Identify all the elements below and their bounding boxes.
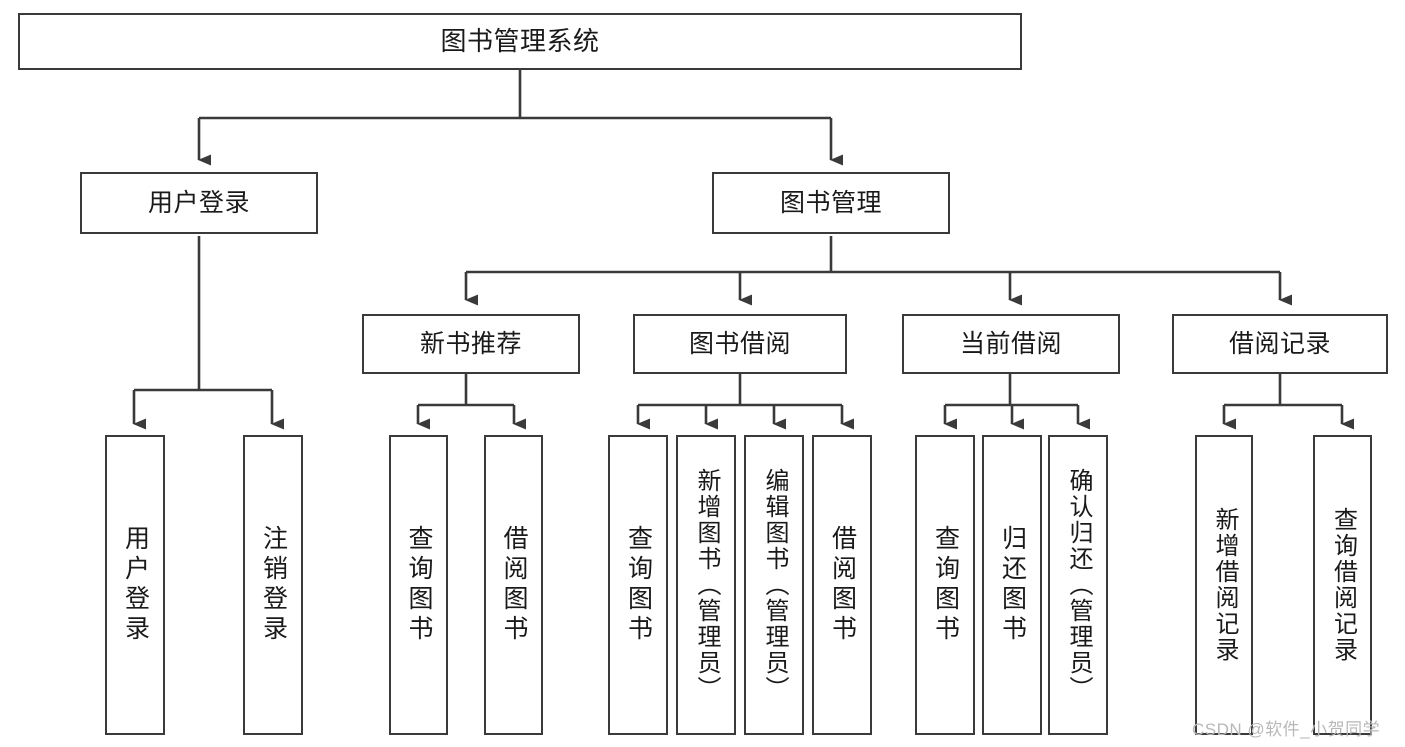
node-book-borrow-label: 图书借阅: [688, 330, 791, 358]
leaf-query-book-2-label: 查询图书: [624, 525, 653, 645]
leaf-query-book-2[interactable]: 查询图书: [608, 435, 668, 735]
leaf-edit-book[interactable]: 编辑图书（管理员）: [744, 435, 804, 735]
node-user-login-label: 用户登录: [147, 189, 250, 217]
leaf-confirm-return-label: 确认归还（管理员）: [1065, 468, 1092, 702]
leaf-borrow-book-1-label: 借阅图书: [500, 525, 528, 645]
node-root-label: 图书管理系统: [440, 25, 600, 56]
node-book-borrow[interactable]: 图书借阅: [633, 314, 847, 374]
node-book-manage[interactable]: 图书管理: [712, 172, 950, 234]
leaf-add-record[interactable]: 新增借阅记录: [1195, 435, 1253, 735]
leaf-query-book-3[interactable]: 查询图书: [915, 435, 975, 735]
leaf-user-logout-label: 注销登录: [259, 525, 288, 645]
leaf-add-book-label: 新增图书（管理员）: [693, 468, 720, 702]
leaf-user-login-label: 用户登录: [121, 525, 150, 645]
leaf-return-book[interactable]: 归还图书: [982, 435, 1042, 735]
leaf-borrow-book-2[interactable]: 借阅图书: [812, 435, 872, 735]
leaf-query-book-3-label: 查询图书: [931, 525, 960, 645]
leaf-user-login[interactable]: 用户登录: [105, 435, 165, 735]
csdn-watermark: CSDN @软件_小贺同学: [1192, 720, 1381, 739]
node-borrow-record-label: 借阅记录: [1228, 330, 1331, 358]
leaf-borrow-book-1[interactable]: 借阅图书: [484, 435, 543, 735]
node-current-borrow-label: 当前借阅: [959, 330, 1062, 358]
leaf-user-logout[interactable]: 注销登录: [243, 435, 303, 735]
node-current-borrow[interactable]: 当前借阅: [902, 314, 1120, 374]
node-new-book-rec-label: 新书推荐: [419, 330, 522, 358]
leaf-add-book[interactable]: 新增图书（管理员）: [676, 435, 736, 735]
node-borrow-record[interactable]: 借阅记录: [1172, 314, 1388, 374]
leaf-borrow-book-2-label: 借阅图书: [828, 525, 857, 645]
leaf-query-book-1[interactable]: 查询图书: [389, 435, 448, 735]
node-root[interactable]: 图书管理系统: [18, 13, 1022, 70]
leaf-confirm-return[interactable]: 确认归还（管理员）: [1048, 435, 1108, 735]
leaf-query-record-label: 查询借阅记录: [1329, 507, 1357, 663]
node-new-book-rec[interactable]: 新书推荐: [362, 314, 580, 374]
leaf-query-book-1-label: 查询图书: [405, 525, 433, 645]
leaf-edit-book-label: 编辑图书（管理员）: [761, 468, 788, 702]
leaf-query-record[interactable]: 查询借阅记录: [1313, 435, 1372, 735]
node-book-manage-label: 图书管理: [779, 189, 882, 217]
leaf-return-book-label: 归还图书: [998, 525, 1027, 645]
leaf-add-record-label: 新增借阅记录: [1211, 507, 1238, 663]
node-user-login[interactable]: 用户登录: [80, 172, 318, 234]
